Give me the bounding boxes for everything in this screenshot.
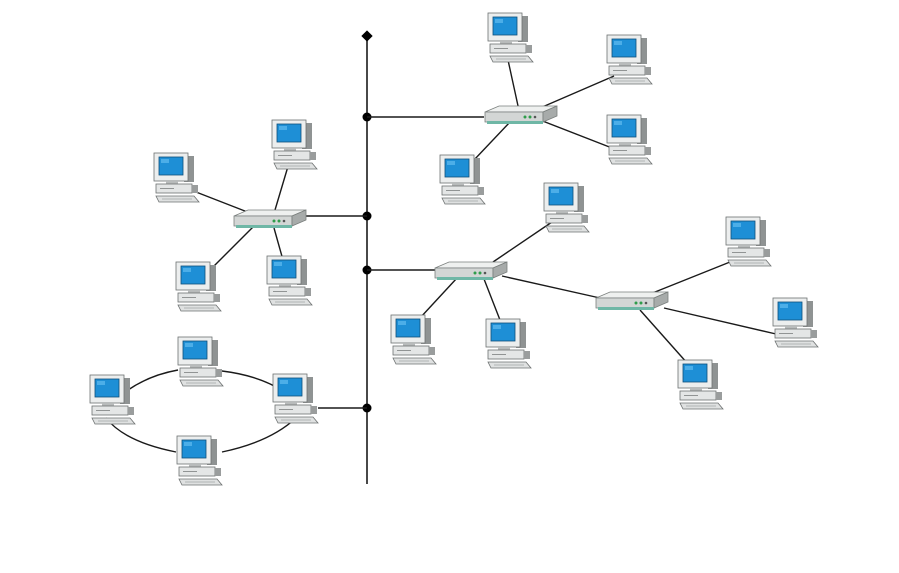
tree-right <box>367 182 819 410</box>
desktop-computer-icon <box>606 114 653 165</box>
desktop-computer-icon <box>266 255 313 306</box>
backbone-bus <box>361 30 373 484</box>
desktop-computer-icon <box>175 261 222 312</box>
desktop-computer-icon <box>89 374 136 425</box>
desktop-computer-icon <box>439 154 486 205</box>
desktop-computer-icon <box>390 314 437 365</box>
desktop-computer-icon <box>772 297 819 348</box>
desktop-computer-icon <box>271 119 318 170</box>
desktop-computer-icon <box>485 318 532 369</box>
desktop-computer-icon <box>272 373 319 424</box>
ring-bottom-left <box>89 336 367 486</box>
desktop-computer-icon <box>177 336 224 387</box>
network-hub-icon <box>233 209 307 229</box>
bus-terminator <box>361 30 373 42</box>
network-hub-icon <box>595 291 669 311</box>
network-hub-icon <box>434 261 508 281</box>
desktop-computer-icon <box>176 435 223 486</box>
star-left <box>153 119 367 312</box>
network-hub-icon <box>484 105 558 125</box>
desktop-computer-icon <box>487 12 534 63</box>
desktop-computer-icon <box>153 152 200 203</box>
desktop-computer-icon <box>677 359 724 410</box>
star-top-right <box>367 12 653 205</box>
desktop-computer-icon <box>543 182 590 233</box>
desktop-computer-icon <box>725 216 772 267</box>
